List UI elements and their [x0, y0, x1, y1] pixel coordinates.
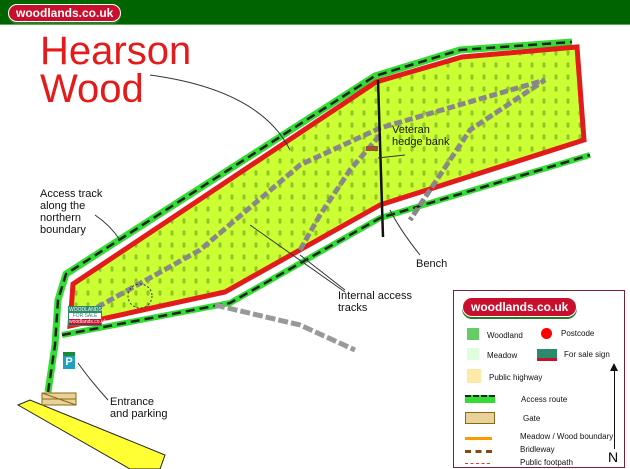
highway-swatch: [467, 369, 481, 383]
header-bar: woodlands.co.uk: [0, 0, 630, 25]
label-bench: Bench: [416, 258, 448, 270]
north-arrow-head-icon: [610, 363, 618, 371]
woodland-swatch: [467, 328, 479, 340]
gate-swatch: [465, 412, 495, 424]
label-internal-tracks: Internal access tracks: [338, 290, 412, 314]
sign-line-3: woodlands.co.uk: [69, 319, 107, 325]
bench-icon: [366, 146, 378, 151]
meadow-swatch: [467, 348, 479, 360]
header-logo[interactable]: woodlands.co.uk: [8, 4, 122, 22]
legend-access: Access route: [521, 395, 568, 404]
north-arrow-icon: [614, 367, 615, 449]
legend-highway: Public highway: [489, 373, 543, 382]
footpath-swatch: [465, 463, 490, 464]
woodland-area[interactable]: [67, 44, 587, 330]
sign-line-1: WOODLANDS: [69, 307, 102, 313]
north-label: N: [608, 449, 619, 465]
title-line-1: Hearson: [40, 29, 192, 73]
sign-line-2: FOR SALE: [72, 313, 98, 319]
legend-boundary: Meadow / Wood boundary: [520, 432, 614, 441]
internal-track-branch: [297, 133, 382, 252]
title-line-2: Wood: [40, 67, 144, 111]
parking-icon: P: [63, 352, 75, 369]
legend-woodland: Woodland: [487, 331, 523, 340]
meadow-circle: [127, 283, 153, 309]
veteran-hedge-bank: [376, 79, 385, 238]
callout-lines: [77, 74, 421, 401]
access-route-dashes: [46, 40, 573, 393]
access-swatch: [465, 395, 495, 403]
legend-for-sale: For sale sign: [564, 350, 610, 359]
postcode-icon: [541, 328, 552, 339]
road: [214, 302, 357, 353]
highway: [16, 399, 166, 469]
legend-postcode: Postcode: [561, 329, 595, 338]
legend-footpath: Public footpath: [520, 458, 573, 467]
bridleway-swatch: [465, 450, 492, 453]
gate-icon: [41, 392, 77, 406]
legend-gate: Gate: [523, 414, 541, 423]
legend-meadow: Meadow: [487, 351, 518, 360]
access-route-south-dashes: [61, 153, 591, 337]
for-sale-sign-icon: [537, 349, 557, 361]
boundary-swatch: [465, 437, 492, 440]
legend: woodlands.co.uk Woodland Postcode Meadow…: [453, 290, 625, 468]
legend-bridleway: Bridleway: [520, 445, 555, 454]
legend-logo: woodlands.co.uk: [462, 297, 578, 317]
for-sale-sign: WOODLANDS FOR SALE woodlands.co.uk: [68, 306, 107, 326]
label-veteran-hedge: Veteran hedge bank: [392, 124, 450, 148]
label-entrance: Entrance and parking: [110, 396, 168, 420]
label-access-track: Access track along the northern boundary: [40, 188, 103, 236]
